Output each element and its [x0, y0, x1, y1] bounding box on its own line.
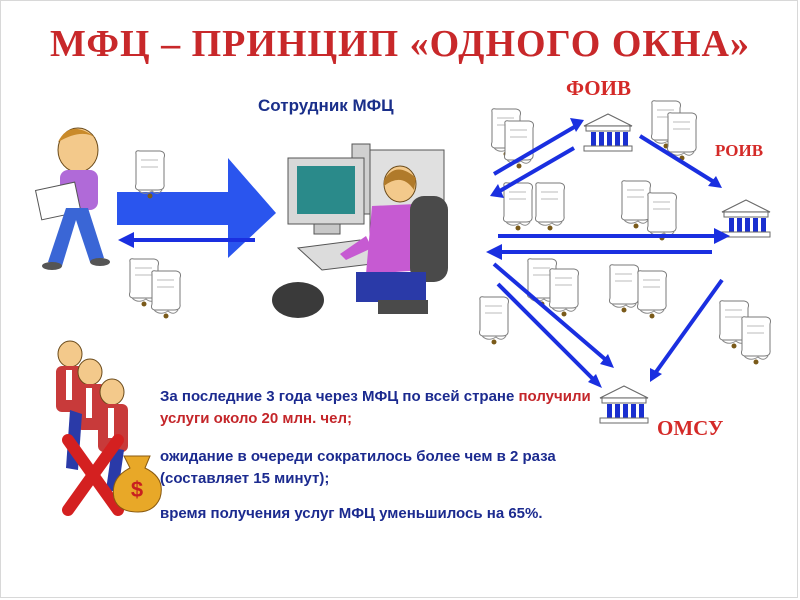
roiv-label: РОИВ — [715, 141, 764, 160]
omsu-label: ОМСУ — [657, 416, 724, 440]
paragraph-1: За последние 3 года через МФЦ по всей ст… — [160, 386, 600, 430]
document-icon — [535, 182, 565, 231]
document-icon — [637, 270, 667, 319]
slide-title: МФЦ – ПРИНЦИП «ОДНОГО ОКНА» — [50, 23, 750, 65]
roiv-building-icon — [721, 199, 771, 238]
document-icon — [741, 316, 771, 365]
foiv-label: ФОИВ — [566, 76, 631, 100]
citizen-icon — [34, 127, 110, 270]
dollar-sign: $ — [131, 477, 143, 502]
queue-of-people-icon — [56, 340, 128, 492]
document-icon — [621, 180, 651, 229]
arrow-heads — [486, 118, 730, 388]
red-cross-icon — [62, 434, 124, 516]
paragraph-3: время получения услуг МФЦ уменьшилось на… — [160, 505, 543, 522]
document-icon — [667, 112, 697, 161]
paragraph-1-part-1: За последние 3 года через МФЦ по всей ст… — [160, 388, 519, 405]
money-bag-icon: $ — [112, 455, 162, 513]
exchange-arrows — [492, 124, 724, 382]
paragraph-1-part-2: получили услуги около 20 млн. чел; — [160, 388, 591, 427]
employee-label: Сотрудник МФЦ — [258, 96, 394, 115]
document-icon — [479, 296, 509, 345]
paragraph-2: ожидание в очереди сократилось более чем… — [160, 448, 556, 487]
document-icon — [135, 150, 165, 199]
document-icon — [609, 264, 639, 313]
big-arrow-right — [117, 158, 276, 258]
arrow-back-to-citizen — [118, 232, 255, 248]
omsu-building-icon — [599, 385, 649, 424]
document-icon — [647, 192, 677, 241]
document-icon — [503, 182, 533, 231]
foiv-building-icon — [583, 113, 633, 152]
document-icon — [549, 268, 579, 317]
document-icon — [151, 270, 181, 319]
computer-operator-icon — [272, 143, 448, 318]
